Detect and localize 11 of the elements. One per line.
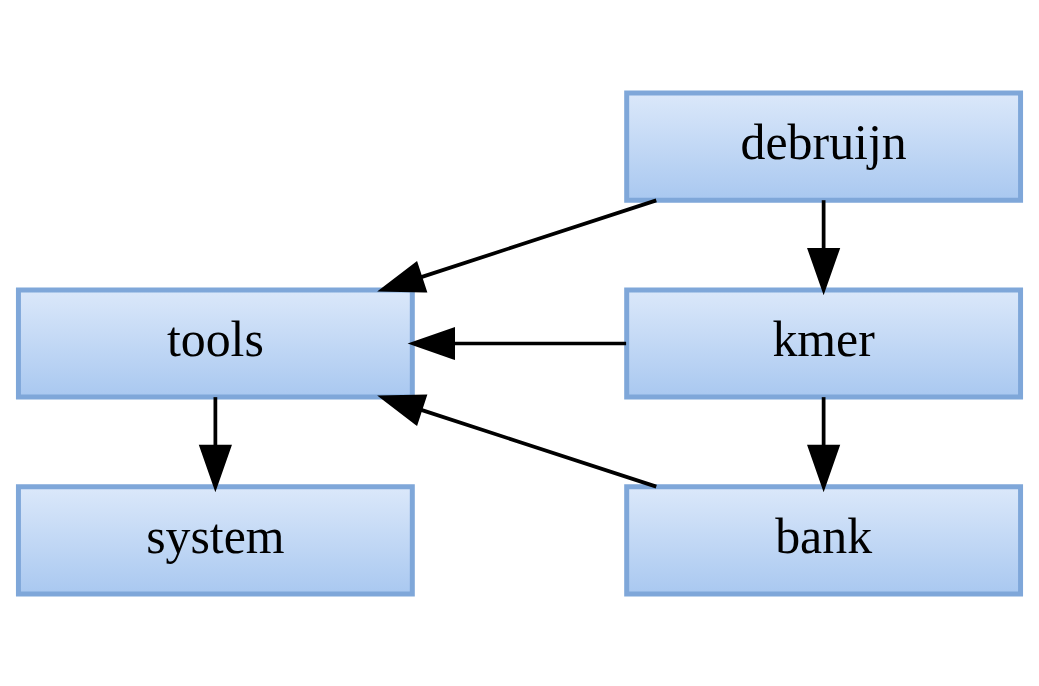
- arrow: [198, 396, 232, 492]
- node-box: kmer: [624, 286, 1024, 400]
- arrow: [377, 198, 657, 293]
- arrow: [807, 396, 841, 492]
- arrow: [807, 199, 841, 295]
- arrow: [407, 326, 627, 360]
- node-box: bank: [624, 483, 1024, 597]
- node-box: tools: [15, 286, 415, 400]
- arrow: [377, 393, 657, 488]
- node-box: debruijn: [624, 89, 1024, 203]
- node-box: system: [15, 483, 415, 597]
